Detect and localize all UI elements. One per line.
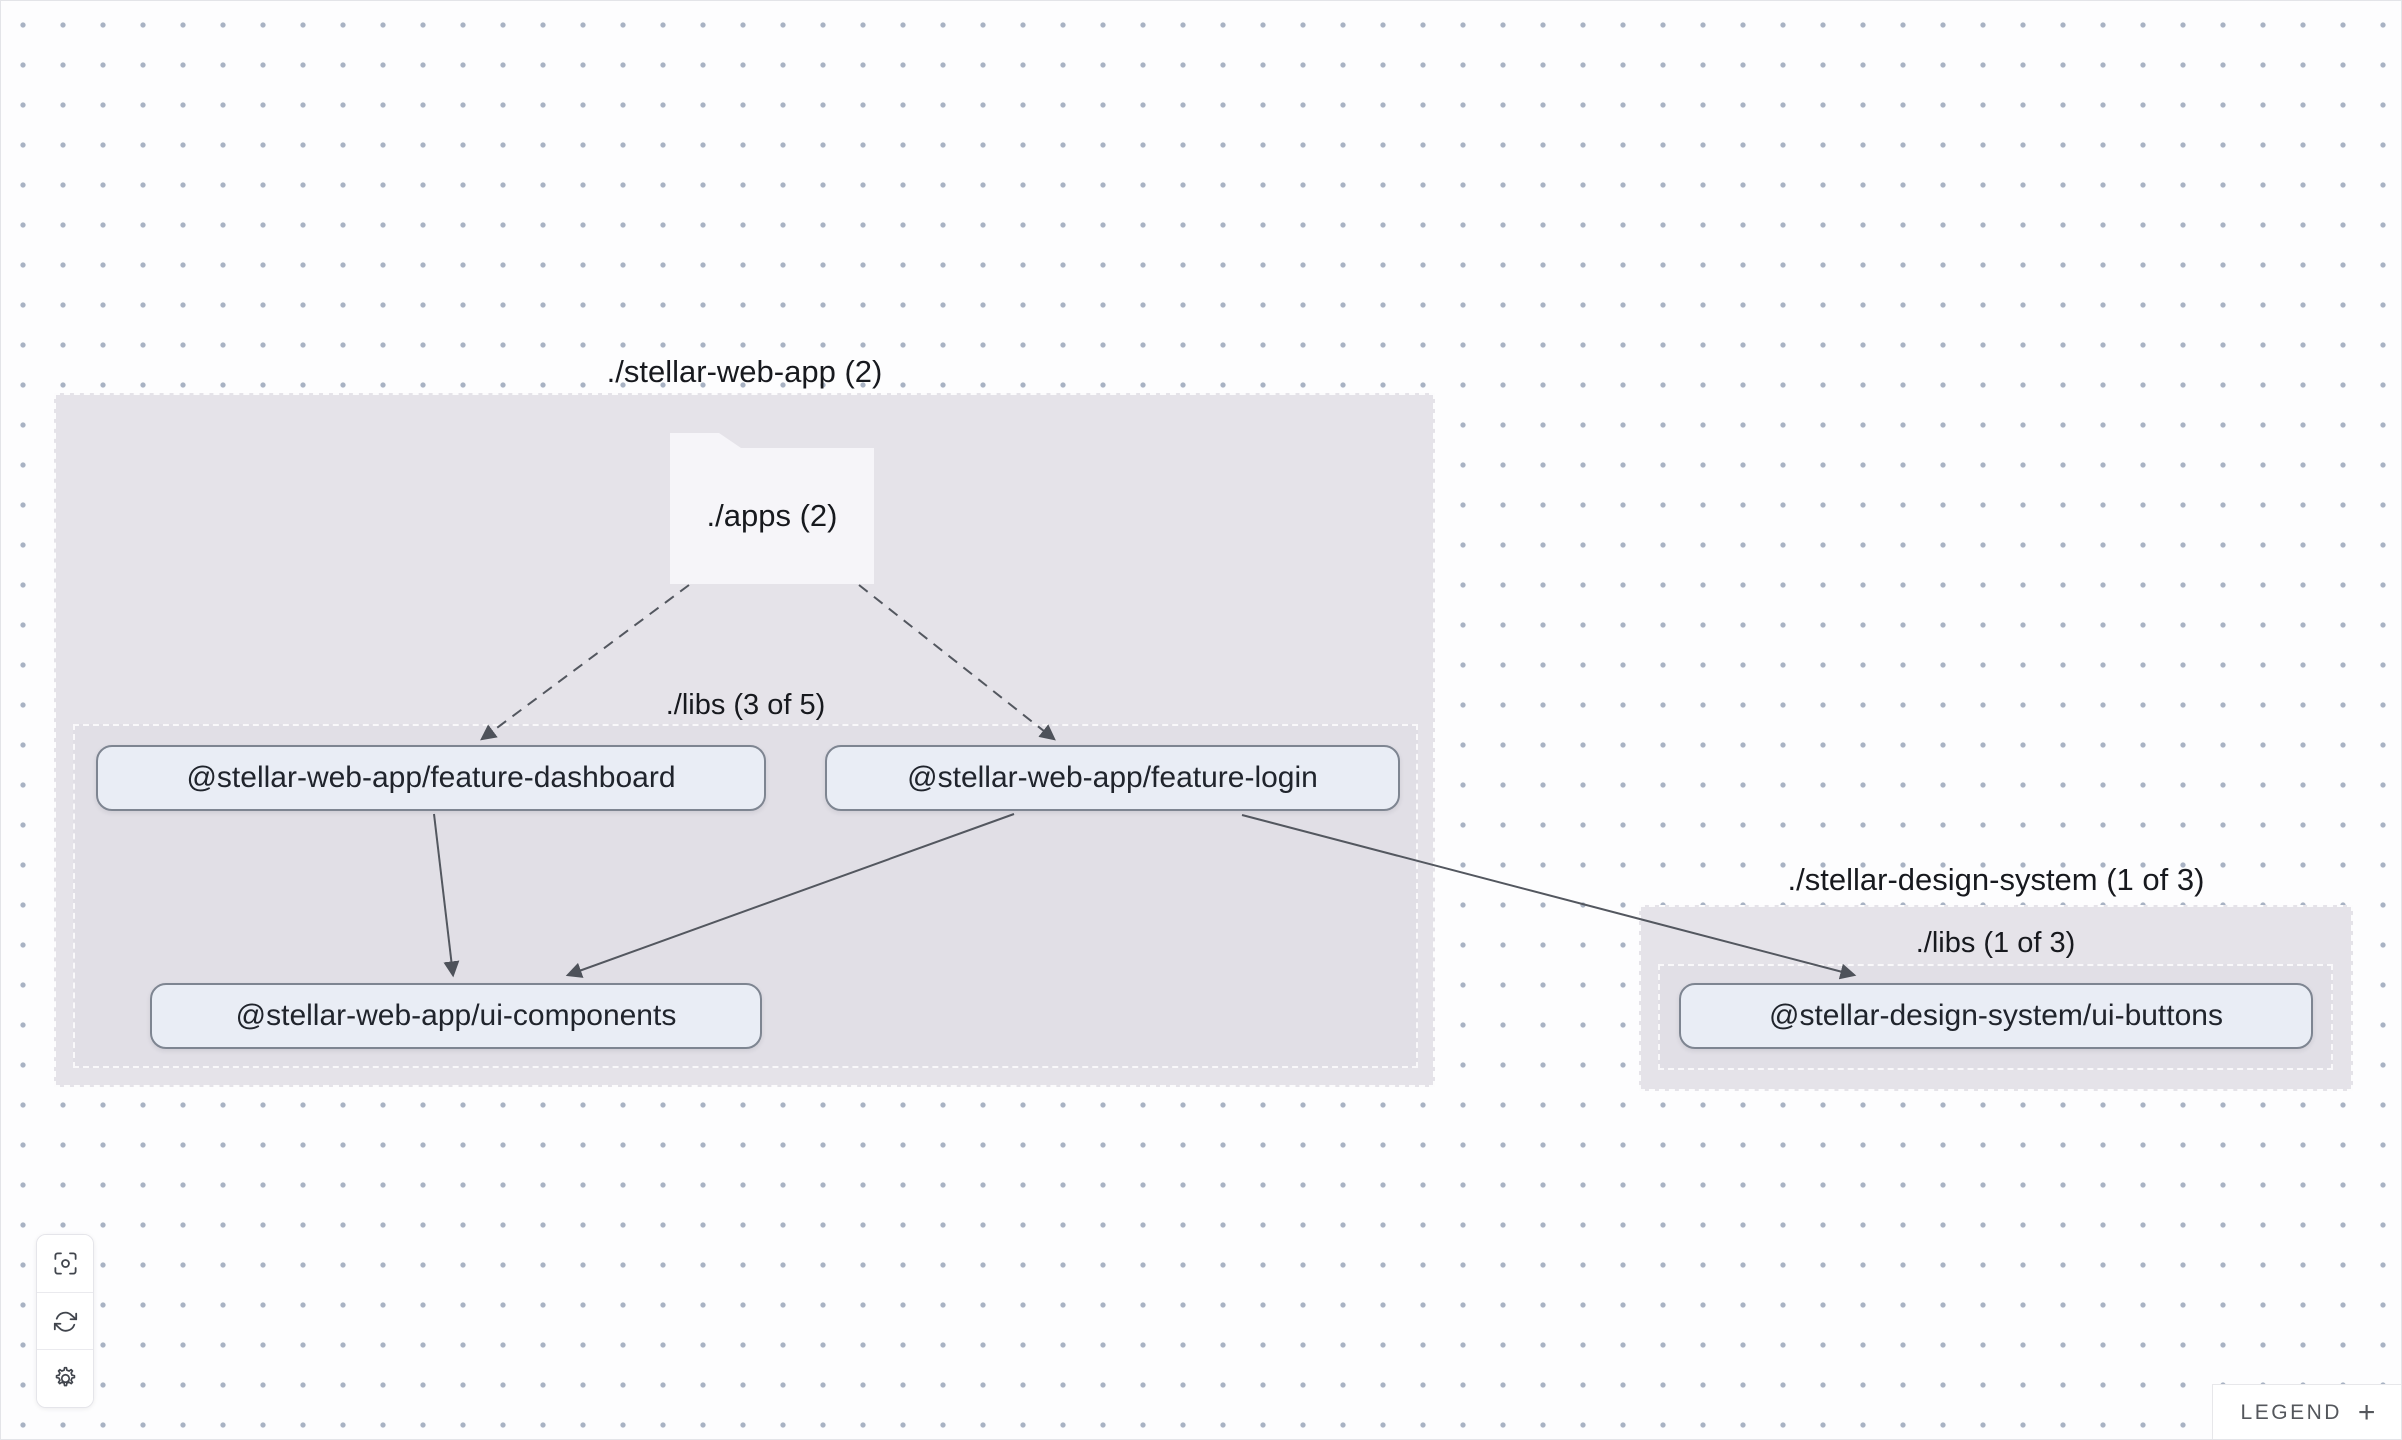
group-label-stellar-design-system: ./stellar-design-system (1 of 3) <box>1787 862 2205 897</box>
refresh-icon <box>53 1311 77 1332</box>
focus-button[interactable] <box>37 1235 93 1293</box>
gear-icon <box>55 1367 75 1387</box>
group-stellar-design-system-libs <box>1658 964 2333 1070</box>
node-ui-buttons[interactable]: @stellar-design-system/ui-buttons <box>1679 983 2313 1049</box>
plus-icon: + <box>2357 1396 2376 1429</box>
focus-icon <box>53 1252 77 1275</box>
node-label: @stellar-web-app/feature-dashboard <box>186 761 676 794</box>
graph-controls-toolbar <box>36 1234 94 1408</box>
node-ui-components[interactable]: @stellar-web-app/ui-components <box>150 983 762 1049</box>
node-label: @stellar-design-system/ui-buttons <box>1769 999 2223 1032</box>
node-feature-dashboard[interactable]: @stellar-web-app/feature-dashboard <box>96 745 766 811</box>
folder-node-label: ./apps (2) <box>706 498 838 533</box>
group-label-stellar-web-app: ./stellar-web-app (2) <box>606 354 883 389</box>
node-label: @stellar-web-app/feature-login <box>907 761 1318 794</box>
node-label: @stellar-web-app/ui-components <box>235 999 677 1032</box>
refresh-button[interactable] <box>37 1292 93 1351</box>
settings-button[interactable] <box>37 1350 93 1407</box>
legend-label: LEGEND <box>2240 1401 2342 1424</box>
legend-toggle[interactable]: LEGEND + <box>2212 1384 2401 1439</box>
node-feature-login[interactable]: @stellar-web-app/feature-login <box>825 745 1400 811</box>
folder-node-apps[interactable]: ./apps (2) <box>670 433 874 584</box>
